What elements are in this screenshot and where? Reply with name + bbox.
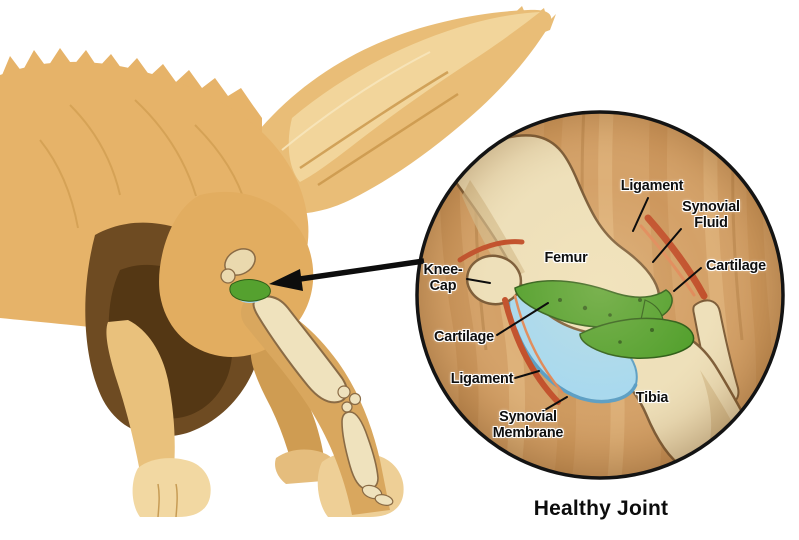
dog-leg-bones [252,295,394,506]
dog-knee-joint-marker [220,248,271,303]
dog-tail-highlight [288,12,540,182]
leader-knee-cap [466,278,491,284]
dog-front-leg [106,320,175,472]
leader-synovial-fluid [652,228,682,263]
dog-joint-cartilage [229,279,271,302]
inset-vignette [417,112,783,478]
leader-cartilage-left [496,302,549,336]
leader-cartilage-right [673,267,702,292]
inset-circle-border [415,110,785,480]
dog-front-paw [132,458,211,517]
leader-ligament-top [632,197,649,232]
dog-hock-bone [348,392,362,406]
leader-ligament-left [514,370,540,379]
dog-toe-bone [374,494,394,506]
dog-hock-bone [337,385,351,399]
dog-knee-cap [220,268,236,284]
dog-far-hind-leg [250,345,325,482]
figure-caption: Healthy Joint [533,497,669,520]
dog-shin-bone [252,295,348,404]
front-paw-toe-lines [157,483,178,518]
dog-hock-bone [341,401,353,413]
inset-content [417,112,783,478]
dog-tail-tip-fur [505,6,556,36]
magnify-arrow [269,258,425,291]
tail-fur-texture [281,51,459,187]
leader-synovial-membrane [542,396,568,412]
dog-illustration [0,6,556,518]
leader-lines [466,197,702,412]
